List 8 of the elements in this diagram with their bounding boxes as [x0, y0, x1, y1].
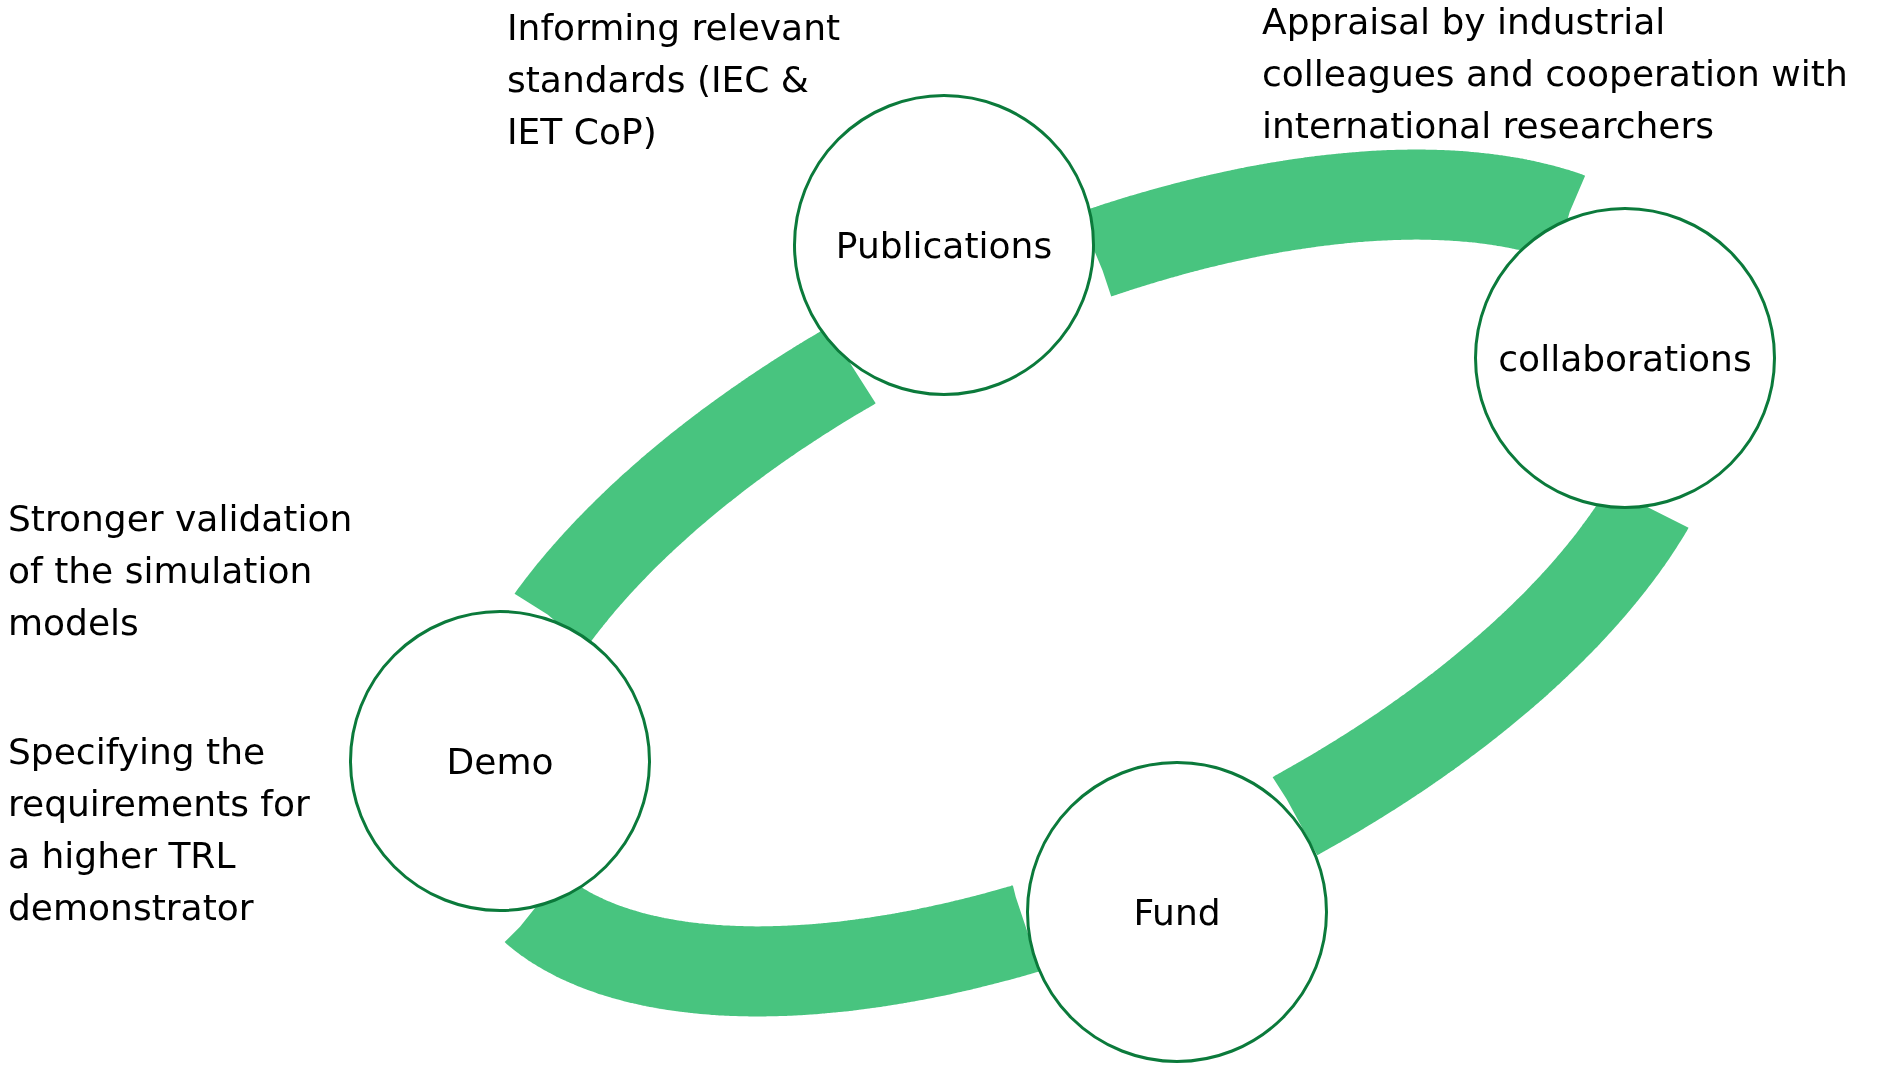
annotation-text: Informing relevant standards (IEC & IET CoP)	[507, 6, 842, 154]
annotation-text: Specifying the requirements for a higher TRL demonstrator	[8, 730, 311, 930]
node-label: Demo	[446, 739, 554, 784]
node-label: collaborations	[1498, 336, 1752, 381]
node-label: Fund	[1133, 890, 1221, 935]
annotation-text: Stronger validation of the simulation models	[8, 497, 354, 645]
node-label: Publications	[835, 223, 1053, 268]
annotation-text: Appraisal by industrial colleagues and cooperation with international researchers	[1262, 0, 1849, 148]
